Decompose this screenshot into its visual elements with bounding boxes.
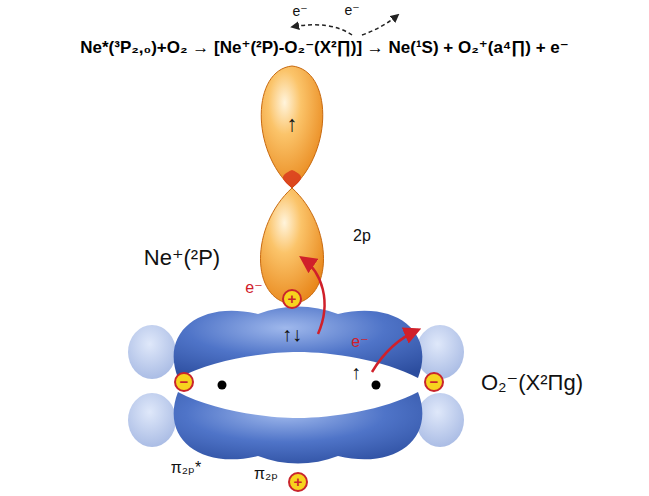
nucleus-dot (372, 381, 381, 390)
dashed-arrow (292, 25, 352, 35)
node-junction (283, 170, 301, 188)
phase-sign: − (174, 372, 194, 392)
pi-star-lobe (416, 325, 464, 379)
spin-arrows: ↑↓ (282, 323, 302, 345)
pi-orbital-lobe (174, 307, 423, 379)
electron-label: e⁻ (351, 333, 368, 351)
ion-label: Ne⁺(²P) (144, 246, 220, 270)
reaction-equation: Ne*(³P₂,₀)+O₂ → [Ne⁺(²P)-O₂⁻(X²∏)] → Ne(… (80, 39, 568, 58)
electron-emission-arrow (372, 330, 418, 372)
electron-label: e⁻ (292, 4, 307, 19)
pi-star-lobe (416, 393, 464, 447)
ion-label: O₂⁻(X²Πg) (481, 371, 583, 395)
electron-label: e⁻ (245, 279, 262, 297)
dashed-arrow (362, 15, 398, 35)
pi-orbital-lobe (174, 392, 423, 464)
pi-star-lobe (128, 393, 176, 447)
p-orbital-lobe (261, 188, 324, 304)
phase-sign: + (288, 472, 308, 492)
electron-transfer-arrow (302, 258, 325, 334)
electron-label: e⁻ (344, 3, 359, 18)
phase-sign: − (424, 372, 444, 392)
phase-sign: + (282, 289, 302, 309)
orbital-label: π₂ₚ* (171, 459, 201, 477)
nucleus-dot (218, 381, 227, 390)
spin-arrow: ↑ (351, 361, 361, 383)
orbital-label: π₂ₚ (254, 465, 278, 483)
pi-star-lobe (128, 325, 176, 379)
p-orbital-lobe (261, 66, 323, 188)
orbital-label: 2p (353, 227, 371, 245)
spin-arrow: ↑ (287, 112, 298, 136)
